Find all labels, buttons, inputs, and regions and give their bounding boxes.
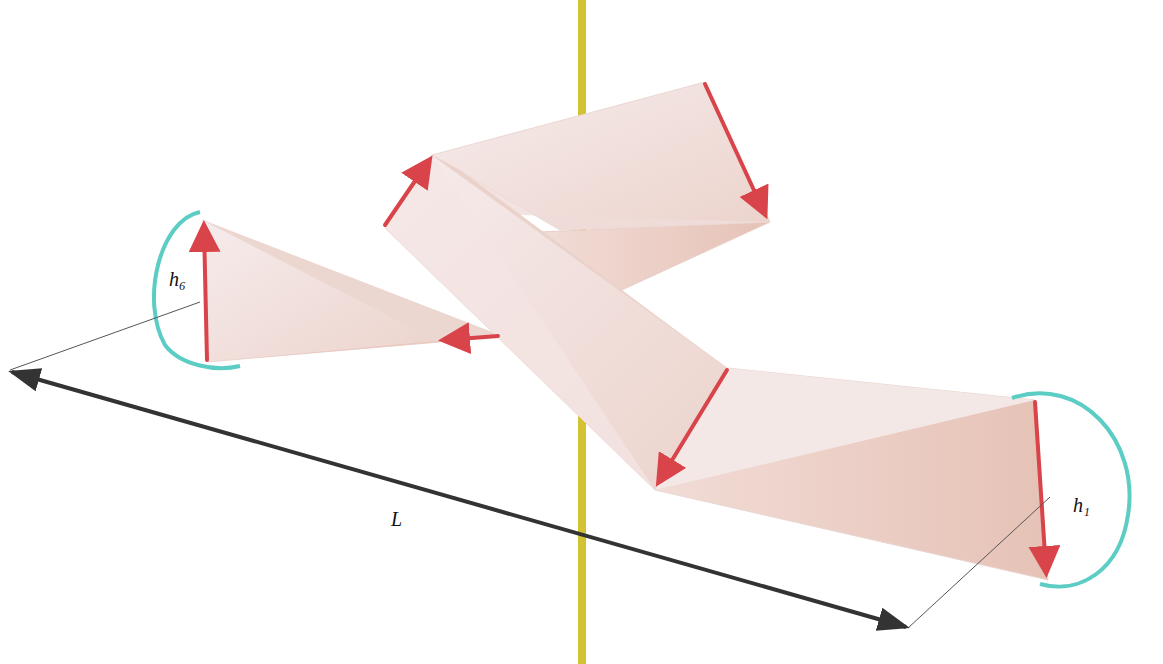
rotation-arc — [154, 212, 240, 368]
rotation-arc — [1012, 393, 1130, 586]
height-label: h₆ — [166, 268, 189, 290]
tetrahedron-face — [655, 368, 1048, 580]
tetrahedron-face — [385, 155, 655, 490]
dimension-arrow — [12, 372, 906, 627]
leader-line — [908, 497, 1050, 628]
height-label: h₁ — [1070, 494, 1093, 516]
leader-line — [10, 302, 200, 370]
tetrahedron-face — [385, 155, 727, 490]
hinge-arrow — [1035, 402, 1046, 570]
tetrahedron-face — [655, 368, 1035, 490]
hinge-arrow — [660, 370, 727, 480]
rotation-axis — [578, 440, 586, 664]
hinge-arrow — [705, 84, 764, 212]
tetrahedron-face — [207, 335, 500, 362]
hinge-arrow — [446, 336, 498, 340]
hinge-arrow — [204, 228, 207, 360]
dimension-label: L — [388, 508, 405, 530]
hinge-arrow — [385, 162, 428, 225]
